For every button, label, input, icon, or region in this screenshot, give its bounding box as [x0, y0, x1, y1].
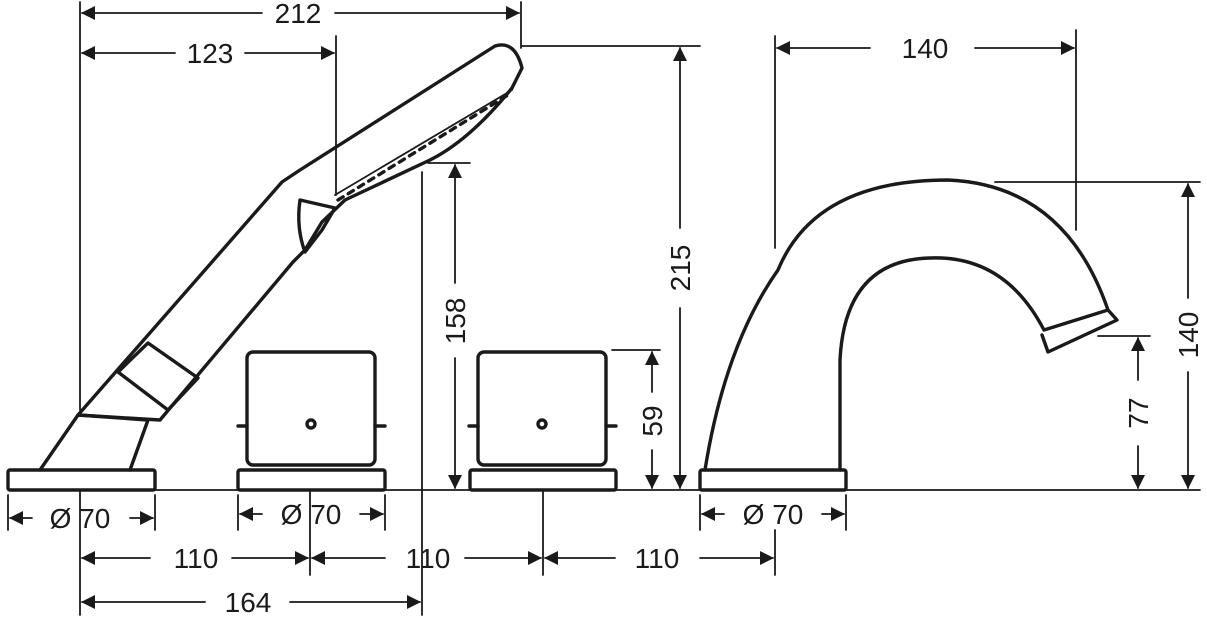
- dim-base-valve-label: Ø 70: [281, 499, 342, 530]
- dim-valve-height-label: 59: [637, 405, 668, 436]
- handshower-nozzles: [336, 93, 510, 202]
- dim-spacing-1-label: 110: [174, 543, 219, 574]
- handshower-face: [334, 89, 513, 196]
- dim-spacing-3: 110: [544, 543, 774, 574]
- valve-right: [467, 350, 618, 492]
- dim-spacing-3-label: 110: [635, 543, 680, 574]
- dim-base-handshower-label: Ø 70: [50, 503, 111, 534]
- extension-lines: [7, 1, 1201, 616]
- valve-left-indicator: [305, 418, 317, 430]
- dim-spout-height-label: 140: [1173, 312, 1204, 359]
- handshower-sleeve: [116, 341, 200, 412]
- valve-right-indicator: [536, 418, 548, 430]
- dim-total-spacing-label: 164: [225, 587, 272, 618]
- dim-handshower-height-label: 215: [665, 245, 696, 292]
- dim-holder-height: 158: [440, 164, 471, 489]
- handshower-grip: [297, 198, 337, 254]
- spout-base: [698, 468, 848, 492]
- dim-handle-offset: 123: [81, 38, 335, 69]
- dim-holder-height-label: 158: [440, 298, 471, 345]
- dim-spout-reach: 140: [776, 33, 1075, 64]
- handshower-body: [76, 43, 524, 422]
- valve-right-body: [476, 350, 608, 467]
- dim-base-spout-label: Ø 70: [743, 499, 804, 530]
- handshower-holder: [38, 413, 150, 472]
- dim-total-spacing: 164: [81, 587, 421, 618]
- dim-base-valve: Ø 70: [239, 499, 384, 530]
- dim-valve-height: 59: [637, 351, 668, 489]
- valve-left-base: [236, 468, 387, 492]
- valve-left-body: [245, 350, 377, 467]
- spout: [698, 178, 1119, 492]
- spout-outlet: [1040, 308, 1119, 354]
- dim-handshower-height: 215: [665, 47, 696, 489]
- dim-base-spout: Ø 70: [701, 499, 845, 530]
- valve-right-base: [468, 468, 618, 492]
- spout-body: [703, 178, 1110, 472]
- hand-shower: [6, 43, 524, 492]
- dim-overall-width-label: 212: [275, 0, 322, 29]
- dim-spout-height: 140: [1173, 183, 1204, 489]
- dim-base-handshower: Ø 70: [9, 503, 154, 534]
- dim-handle-offset-label: 123: [187, 38, 234, 69]
- valve-left: [236, 350, 387, 492]
- dim-outlet-height-label: 77: [1123, 397, 1154, 428]
- dim-spacing-2: 110: [311, 543, 542, 574]
- dim-spacing-1: 110: [81, 543, 309, 574]
- dim-outlet-height: 77: [1123, 337, 1154, 489]
- dim-spacing-2-label: 110: [406, 543, 451, 574]
- dim-overall-width: 212: [81, 0, 520, 29]
- handshower-base: [6, 468, 157, 492]
- dim-spout-reach-label: 140: [902, 33, 949, 64]
